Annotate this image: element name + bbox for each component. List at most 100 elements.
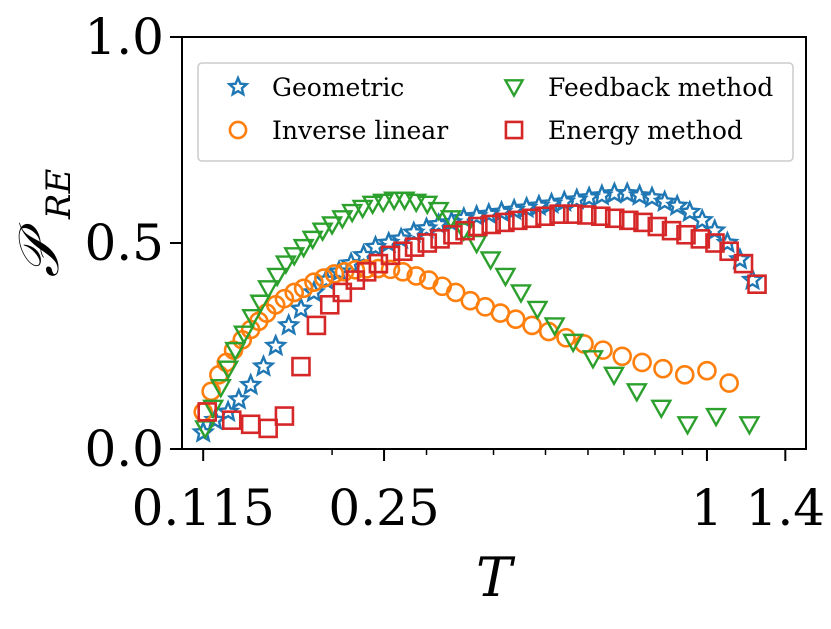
data-point bbox=[274, 288, 295, 309]
data-point bbox=[383, 191, 406, 212]
data-point bbox=[615, 180, 640, 204]
data-point bbox=[652, 189, 677, 213]
legend-marker bbox=[226, 74, 250, 97]
data-point bbox=[690, 207, 715, 231]
data-point bbox=[522, 315, 542, 336]
series-inverse-linear bbox=[193, 258, 739, 422]
data-point bbox=[505, 309, 526, 330]
series-energy-method bbox=[197, 204, 767, 439]
data-point bbox=[283, 247, 306, 267]
data-point bbox=[363, 234, 388, 258]
data-point bbox=[301, 279, 326, 303]
data-point bbox=[232, 325, 256, 346]
data-point bbox=[319, 294, 340, 315]
data-point bbox=[632, 352, 652, 373]
data-point bbox=[417, 233, 438, 253]
legend-marker bbox=[503, 79, 525, 98]
data-point bbox=[526, 300, 549, 321]
data-point bbox=[719, 373, 739, 393]
data-point bbox=[304, 272, 324, 292]
data-point bbox=[311, 222, 334, 243]
data-point bbox=[719, 241, 739, 262]
data-point bbox=[274, 255, 297, 276]
data-point bbox=[292, 238, 315, 259]
data-point bbox=[521, 208, 542, 229]
svg-text:𝒫 RE: 𝒫 RE bbox=[7, 169, 79, 278]
data-point bbox=[468, 216, 488, 237]
data-point bbox=[633, 212, 653, 233]
data-point bbox=[406, 266, 427, 286]
data-point bbox=[562, 204, 583, 224]
data-point bbox=[404, 237, 425, 257]
data-point bbox=[661, 220, 682, 241]
data-point bbox=[430, 229, 450, 249]
data-point bbox=[677, 199, 702, 223]
data-point bbox=[240, 414, 261, 435]
legend-entry: Geometric bbox=[226, 73, 404, 102]
data-point bbox=[653, 358, 673, 379]
data-point bbox=[209, 379, 232, 399]
data-point bbox=[217, 360, 240, 381]
data-point bbox=[345, 259, 366, 280]
x-tick-label: 0.115 bbox=[132, 479, 275, 537]
data-point bbox=[332, 282, 353, 303]
data-point bbox=[251, 353, 276, 377]
data-point bbox=[690, 229, 711, 249]
data-point bbox=[224, 341, 247, 362]
data-point bbox=[238, 372, 263, 396]
legend-label: Feedback method bbox=[548, 73, 773, 102]
data-point bbox=[549, 204, 569, 224]
series-feedback-method bbox=[194, 191, 761, 440]
y-tick-label: 0.0 bbox=[84, 420, 164, 478]
data-point bbox=[733, 253, 754, 274]
data-point bbox=[508, 210, 528, 231]
data-point bbox=[602, 366, 626, 387]
y-axis-symbol: 𝒫 bbox=[7, 222, 72, 277]
legend-label: Geometric bbox=[272, 73, 404, 102]
data-point bbox=[674, 365, 695, 385]
legend-label: Energy method bbox=[548, 116, 743, 145]
data-point bbox=[293, 278, 314, 299]
data-point bbox=[197, 402, 218, 422]
data-point bbox=[619, 210, 639, 231]
data-point bbox=[306, 315, 327, 336]
data-point bbox=[625, 383, 648, 403]
data-point bbox=[439, 210, 462, 230]
data-point bbox=[331, 210, 354, 230]
data-point bbox=[351, 199, 374, 220]
legend-entry: Feedback method bbox=[503, 73, 773, 102]
data-point bbox=[266, 267, 289, 288]
data-point bbox=[593, 340, 613, 360]
data-point bbox=[455, 220, 475, 241]
data-point bbox=[372, 193, 395, 214]
data-point bbox=[274, 406, 295, 426]
legend-marker bbox=[504, 120, 524, 140]
data-point bbox=[301, 230, 324, 251]
data-point bbox=[263, 333, 288, 357]
data-point bbox=[321, 216, 344, 236]
legend-label: Inverse linear bbox=[272, 116, 448, 145]
data-point bbox=[291, 356, 311, 377]
data-point bbox=[738, 416, 761, 436]
data-point bbox=[705, 407, 728, 428]
legend-marker bbox=[228, 120, 248, 140]
data-point bbox=[393, 262, 413, 282]
data-point bbox=[581, 350, 605, 370]
data-point bbox=[562, 333, 585, 354]
data-point bbox=[393, 241, 413, 262]
data-point bbox=[697, 360, 717, 381]
data-point bbox=[443, 224, 463, 245]
data-point bbox=[612, 346, 633, 367]
x-tick-label: 1 bbox=[691, 479, 723, 537]
data-point bbox=[324, 264, 345, 284]
data-point bbox=[341, 203, 364, 224]
data-point bbox=[202, 399, 225, 420]
data-point bbox=[481, 214, 501, 235]
y-tick-label: 1.0 bbox=[84, 8, 164, 66]
data-point bbox=[380, 259, 401, 280]
data-point bbox=[221, 410, 242, 430]
data-point bbox=[627, 182, 652, 206]
data-point bbox=[676, 416, 699, 436]
